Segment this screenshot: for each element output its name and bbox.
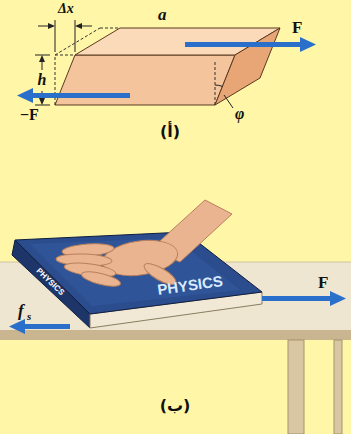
force-arrow: [9, 319, 25, 334]
dimension-line: [35, 55, 50, 56]
undeformed-outline: [215, 62, 216, 105]
table: [334, 340, 342, 434]
force-arrow: [300, 37, 316, 52]
table: [0, 262, 351, 434]
figure-caption: (أ): [160, 124, 180, 140]
book-title: PHYSICS: [35, 267, 66, 297]
hand: [80, 269, 121, 289]
angle-mark: [215, 85, 222, 86]
figure-caption: (ب): [160, 398, 191, 414]
dimension-label: h: [38, 72, 47, 88]
table: [288, 340, 304, 434]
book: [12, 232, 262, 328]
dimension-label: Δx: [58, 2, 74, 16]
force-arrow: [185, 42, 301, 47]
angle-mark: [224, 95, 233, 108]
dimension-arrowhead: [75, 23, 82, 29]
dimension-line: [55, 20, 56, 52]
force-arrow: [17, 37, 316, 103]
force-label: F: [292, 19, 302, 36]
force-arrow: [330, 291, 346, 306]
dimension-line: [35, 20, 92, 105]
force-arrow: [24, 324, 70, 329]
dimension-arrowhead: [39, 98, 45, 105]
dimension-arrowhead: [39, 23, 82, 105]
block-face: [215, 28, 280, 105]
force-label: −F: [20, 107, 39, 123]
force-arrow: [262, 296, 332, 301]
angle-label: φ: [235, 106, 244, 122]
angle-mark: [215, 85, 233, 108]
force-label: F: [318, 274, 328, 291]
force-arrow: [17, 88, 33, 103]
dimension-arrowhead: [39, 55, 45, 62]
book-title: PHYSICS: [156, 273, 223, 297]
undeformed-outline: [100, 28, 120, 29]
dimension-line: [75, 20, 76, 52]
force-label: f: [18, 302, 24, 319]
dimension-arrowhead: [48, 23, 55, 29]
force-arrow: [32, 93, 130, 98]
force-arrow: [9, 291, 346, 334]
dimension-label: a: [158, 6, 167, 23]
undeformed-outline: [55, 28, 100, 55]
force-subscript: s: [27, 311, 31, 322]
table: [0, 330, 351, 340]
book: [15, 232, 262, 314]
dimension-line: [35, 105, 50, 106]
undeformed-outline: [55, 55, 75, 56]
